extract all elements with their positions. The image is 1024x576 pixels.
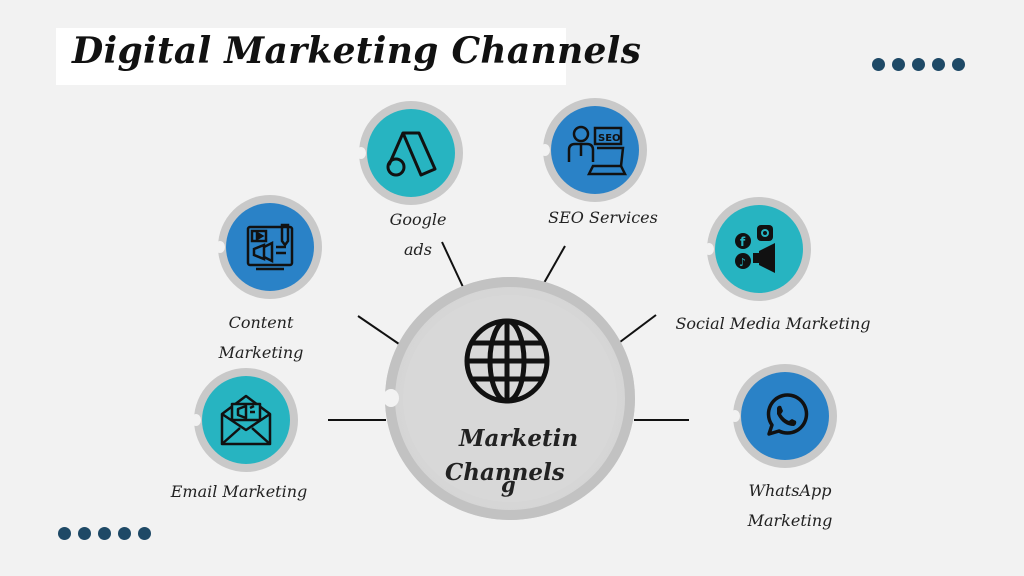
hub-label: Marketin Channels g bbox=[445, 422, 579, 497]
seo-icon: SEO bbox=[567, 125, 627, 176]
node-whatsapp bbox=[730, 364, 837, 468]
label-whatsapp-line1: WhatsApp bbox=[748, 481, 832, 500]
hub-label-line1: Marketin bbox=[459, 425, 579, 452]
label-seo: SEO Services bbox=[548, 208, 658, 227]
svg-text:SEO: SEO bbox=[598, 133, 621, 144]
label-whatsapp: WhatsApp Marketing bbox=[742, 476, 838, 536]
hub-label-line2: Channels bbox=[445, 459, 565, 486]
connector-content bbox=[357, 315, 400, 345]
svg-text:♪: ♪ bbox=[739, 256, 746, 269]
hub-notch bbox=[383, 389, 399, 407]
label-social-media: Social Media Marketing bbox=[675, 314, 871, 333]
label-content-marketing: Content Marketing bbox=[216, 308, 306, 368]
label-whatsapp-line2: Marketing bbox=[747, 511, 833, 530]
google-ads-icon bbox=[386, 131, 437, 177]
label-google-ads: Google ads bbox=[380, 205, 456, 265]
connector-google-ads bbox=[441, 241, 464, 288]
label-google-ads-line2: ads bbox=[404, 240, 432, 259]
decorative-dots-top bbox=[872, 58, 965, 71]
label-content-line1: Content bbox=[228, 313, 294, 332]
node-email bbox=[191, 368, 298, 472]
content-marketing-icon bbox=[246, 223, 294, 271]
connector-social bbox=[619, 314, 657, 343]
whatsapp-icon bbox=[766, 393, 809, 436]
decorative-dots-bottom bbox=[58, 527, 151, 540]
hub-label-line3: g bbox=[501, 472, 516, 497]
node-social-media: f ♪ bbox=[704, 197, 811, 301]
globe-icon bbox=[464, 318, 550, 404]
title-box bbox=[56, 28, 566, 85]
page-title: Digital Marketing Channels bbox=[72, 30, 642, 72]
label-content-line2: Marketing bbox=[218, 343, 304, 362]
node-google-ads bbox=[356, 101, 463, 205]
label-google-ads-line1: Google bbox=[389, 210, 447, 229]
social-media-icon: f ♪ bbox=[735, 225, 775, 273]
node-seo: SEO bbox=[540, 98, 647, 202]
node-content-marketing bbox=[215, 195, 322, 299]
connector-seo bbox=[543, 245, 566, 284]
label-email: Email Marketing bbox=[170, 482, 308, 501]
svg-text:f: f bbox=[740, 235, 746, 249]
email-icon bbox=[220, 394, 272, 446]
